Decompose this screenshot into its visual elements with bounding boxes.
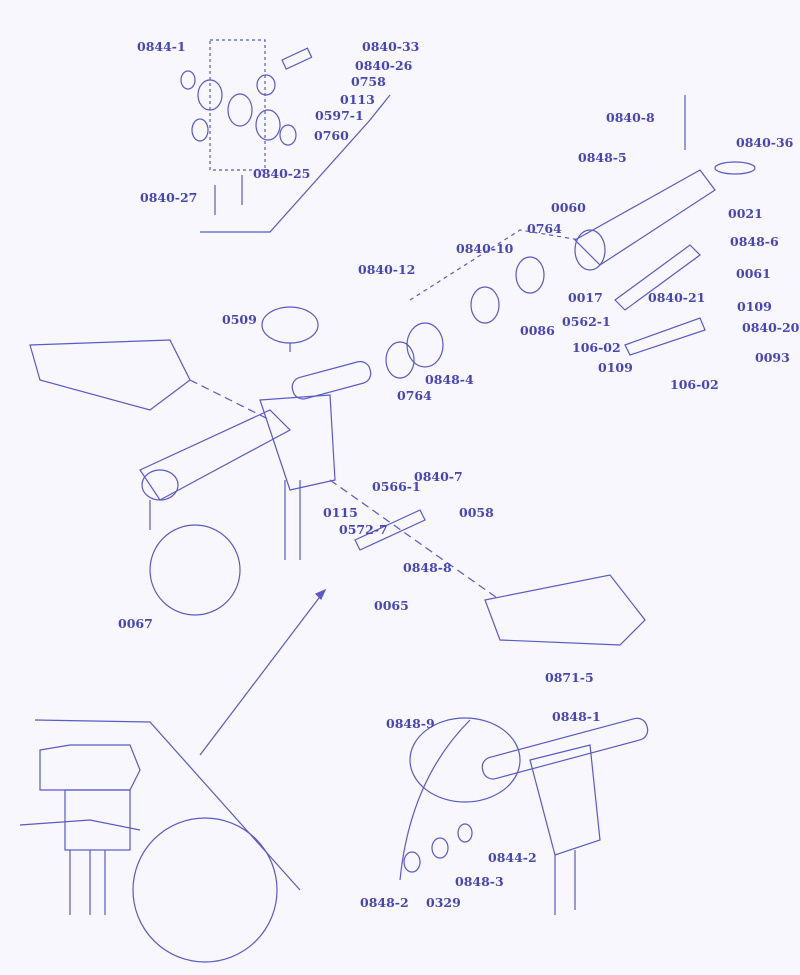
part-label: 0060 <box>551 200 586 215</box>
part-label: 0764 <box>397 388 432 403</box>
part-label: 0017 <box>568 290 603 305</box>
main-rotor-head <box>29 95 756 646</box>
part-label: 0844-2 <box>488 850 537 865</box>
part-label: 0848-2 <box>360 895 409 910</box>
part-label: 0840-7 <box>414 469 463 484</box>
part-label: 0871-5 <box>545 670 594 685</box>
part-label: 0840-25 <box>253 166 311 181</box>
part-label: 0509 <box>222 312 257 327</box>
part-label: 0113 <box>340 92 375 107</box>
part-label: 0758 <box>351 74 386 89</box>
part-label: 0115 <box>323 505 358 520</box>
part-label: 0109 <box>598 360 633 375</box>
part-label: 0840-26 <box>355 58 413 73</box>
part-label: 0848-1 <box>552 709 601 724</box>
part-label: 0764 <box>527 221 562 236</box>
part-label: 0840-12 <box>358 262 416 277</box>
part-label: 0840-20 <box>742 320 800 335</box>
part-label: 0065 <box>374 598 409 613</box>
part-label: 0848-9 <box>386 716 435 731</box>
part-label: 0840-27 <box>140 190 198 205</box>
part-label: 0844-1 <box>137 39 186 54</box>
part-label: 0058 <box>459 505 494 520</box>
part-label: 0021 <box>728 206 763 221</box>
part-label: 0086 <box>520 323 555 338</box>
part-label: 0566-1 <box>372 479 421 494</box>
part-label: 106-02 <box>572 340 621 355</box>
part-label: 0840-36 <box>736 135 794 150</box>
part-label: 0840-10 <box>456 241 514 256</box>
part-label: 0840-33 <box>362 39 420 54</box>
part-label: 0848-6 <box>730 234 779 249</box>
part-label: 0848-3 <box>455 874 504 889</box>
part-label: 0848-8 <box>403 560 452 575</box>
part-label: 0061 <box>736 266 771 281</box>
part-label: 0067 <box>118 616 153 631</box>
part-label: 0848-5 <box>578 150 627 165</box>
bottom-left-inset <box>19 588 327 963</box>
bearing-block-inset <box>180 39 391 233</box>
part-label: 106-02 <box>670 377 719 392</box>
part-label: 0093 <box>755 350 790 365</box>
part-label: 0572-7 <box>339 522 388 537</box>
part-label: 0562-1 <box>562 314 611 329</box>
part-label: 0840-21 <box>648 290 706 305</box>
part-label: 0848-4 <box>425 372 474 387</box>
part-label: 0597-1 <box>315 108 364 123</box>
part-label: 0760 <box>314 128 349 143</box>
part-label: 0109 <box>737 299 772 314</box>
part-label: 0329 <box>426 895 461 910</box>
part-label: 0840-8 <box>606 110 655 125</box>
tail-hub-assembly <box>399 717 649 915</box>
